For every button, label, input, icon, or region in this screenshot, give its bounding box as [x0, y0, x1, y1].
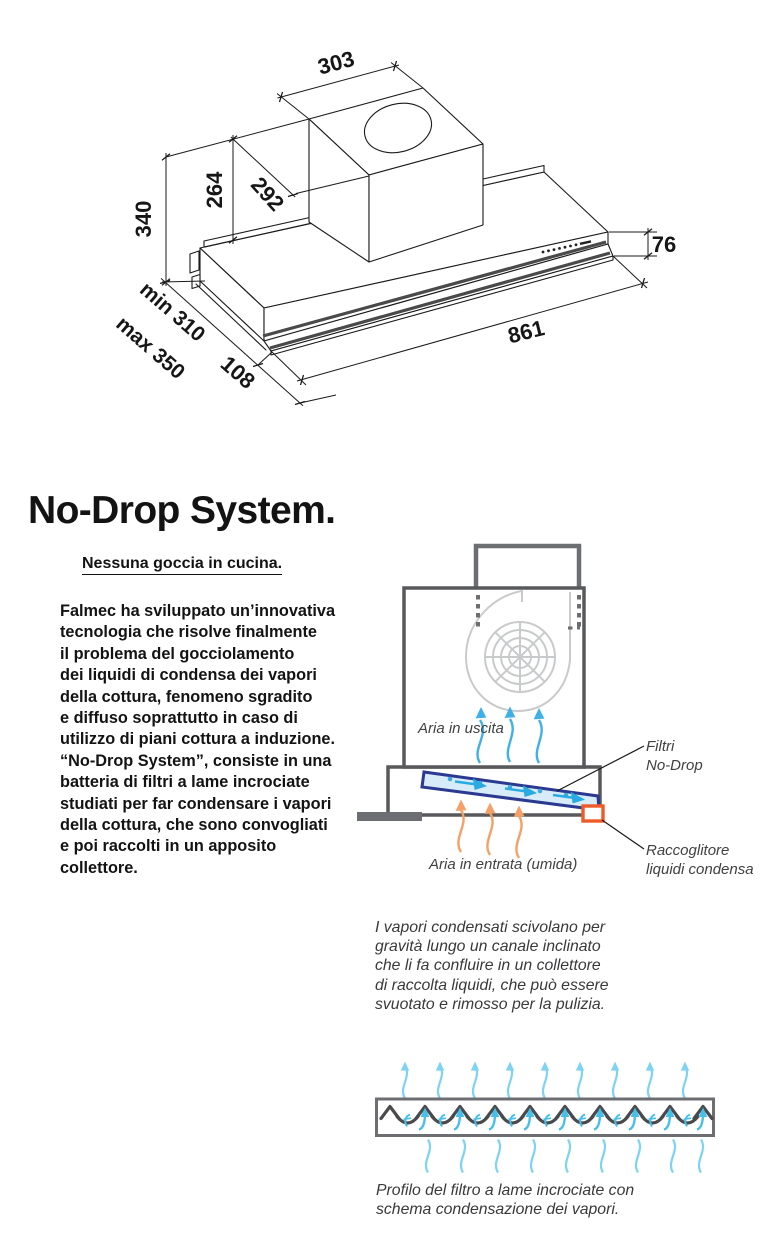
- hood-main-body: [402, 586, 586, 769]
- note-line: che li fa confluire in un collettore: [375, 957, 601, 975]
- air-out-arrowheads: [475, 706, 545, 720]
- blade-chevrons: [379, 1104, 714, 1121]
- dim-width-top: 303: [315, 46, 357, 80]
- intro-line: collettore.: [60, 858, 138, 877]
- caption-line: Profilo del filtro a lame incrociate con: [376, 1182, 635, 1199]
- condensate-note: I vapori condensati scivolano per gravit…: [375, 918, 609, 1014]
- profile-caption: Profilo del filtro a lame incrociate con…: [376, 1181, 634, 1220]
- intro-line: dei liquidi di condensa dei vapori: [60, 666, 317, 685]
- note-line: di raccolta liquidi, che può essere: [375, 976, 609, 994]
- fan-motor: [464, 590, 571, 713]
- air-in-label: Aria in entrata (umida): [428, 856, 577, 873]
- hood-section-diagram: Aria in uscita Aria in entrata (umida) F…: [357, 543, 754, 878]
- hood-technical-drawing: 303 292 264 340 76 min 310 max 350 108 8…: [111, 46, 676, 407]
- filter-label-line1: Filtri: [646, 738, 675, 755]
- dim-depth-chimney: 292: [246, 172, 289, 216]
- vapour-lines-below: [424, 1138, 705, 1174]
- intro-line: utilizzo di piani cottura a induzione.: [60, 730, 335, 749]
- cell-arrowheads: [420, 1107, 708, 1117]
- page-title: No-Drop System.: [28, 489, 336, 532]
- cell-curls: [403, 1113, 692, 1128]
- dim-height-mid: 264: [202, 171, 227, 208]
- intro-subtitle: Nessuna goccia in cucina.: [82, 555, 283, 575]
- air-out-label: Aria in uscita: [417, 720, 504, 737]
- vapour-arrows-above: [401, 1065, 689, 1100]
- chimney-box: [308, 87, 484, 263]
- intro-line: della cottura, fenomeno sgradito: [60, 687, 313, 706]
- duct-outline: [473, 543, 582, 595]
- blade-cups: [395, 1114, 700, 1125]
- label-pointer-lines: [556, 745, 645, 850]
- air-in-arrowheads: [455, 799, 525, 817]
- vapour-arrowheads-above: [400, 1061, 690, 1071]
- collector-label-line1: Raccoglitore: [646, 842, 729, 859]
- note-line: svuotato e rimosso per la pulizia.: [375, 995, 606, 1013]
- glass-front-stripes: [262, 240, 611, 350]
- note-line: I vapori condensati scivolano per: [375, 919, 606, 936]
- dim-glass-depth: 108: [216, 351, 260, 394]
- intro-line: batteria di filtri a lame incrociate: [60, 773, 310, 792]
- intro-line: “No-Drop System”, consiste in una: [60, 751, 332, 770]
- dim-front-height: 76: [652, 232, 676, 257]
- caption-line: schema condensazione dei vapori.: [376, 1201, 620, 1219]
- dim-height-total: 340: [131, 201, 156, 238]
- intro-paragraph: Falmec ha sviluppato un’innovativa tecno…: [60, 601, 335, 879]
- condensate-collector: [581, 804, 605, 823]
- wall-section-bar: [357, 812, 422, 821]
- mount-slot-dashes: [476, 595, 581, 631]
- filter-flow-arrows: [454, 778, 586, 804]
- intro-subtitle-text: Nessuna goccia in cucina.: [82, 555, 283, 575]
- intro-line: e diffuso soprattutto in caso di: [60, 709, 298, 728]
- air-out-arrows: [476, 718, 543, 764]
- intro-line: il problema del gocciolamento: [60, 644, 295, 663]
- intro-line: e poi raccolti in un apposito: [60, 837, 277, 856]
- filter-profile-diagram: [375, 1061, 715, 1174]
- collector-label-line2: liquidi condensa: [646, 861, 754, 878]
- intro-line: studiati per far condensare i vapori: [60, 794, 332, 813]
- air-in-arrows: [457, 809, 523, 859]
- intro-line: Falmec ha sviluppato un’innovativa: [60, 602, 336, 620]
- control-dots: [541, 240, 592, 254]
- filter-label-line2: No-Drop: [646, 757, 703, 774]
- intro-line: della cottura, che sono convogliati: [60, 816, 328, 835]
- duct-hole: [363, 102, 433, 154]
- dimension-ticks: [159, 60, 653, 406]
- intro-line: tecnologia che risolve finalmente: [60, 623, 317, 642]
- note-line: gravità lungo un canale inclinato: [375, 938, 601, 956]
